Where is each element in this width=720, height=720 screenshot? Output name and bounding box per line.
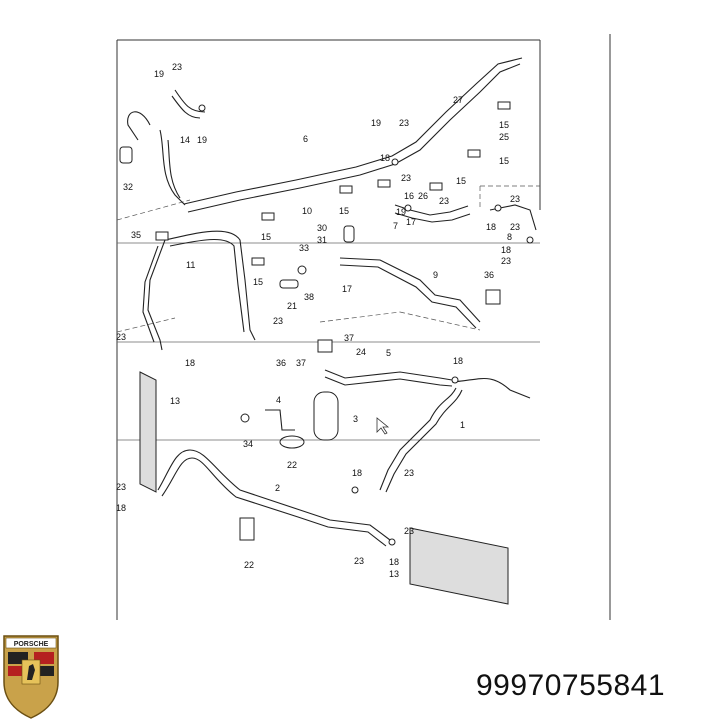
callout: 17: [406, 217, 416, 227]
condenser-left: [139, 371, 157, 493]
callout: 18: [486, 222, 496, 232]
callout: 21: [287, 301, 297, 311]
callout: 15: [499, 156, 509, 166]
callout: 23: [116, 332, 126, 342]
callout: 15: [456, 176, 466, 186]
logo-text: PORSCHE: [14, 641, 49, 648]
callout: 14: [180, 135, 190, 145]
callout: 1: [460, 420, 465, 430]
callout: 22: [287, 460, 297, 470]
callout: 31: [317, 235, 327, 245]
callout: 18: [116, 503, 126, 513]
callout: 18: [501, 245, 511, 255]
callout: 23: [172, 62, 182, 72]
callout: 23: [439, 196, 449, 206]
callout: 36: [276, 358, 286, 368]
callout: 19: [371, 118, 381, 128]
callout: 5: [386, 348, 391, 358]
callout: 32: [123, 182, 133, 192]
callout: 27: [453, 95, 463, 105]
callout: 9: [433, 270, 438, 280]
callout: 15: [261, 232, 271, 242]
callout-labels: 19 23 14 19 32 6 10 15 15 19 23 18 23 27…: [116, 62, 520, 579]
callout: 15: [499, 120, 509, 130]
callout: 18: [389, 557, 399, 567]
callout: 4: [276, 395, 281, 405]
callout: 35: [131, 230, 141, 240]
callout: 37: [296, 358, 306, 368]
callout: 18: [380, 153, 390, 163]
cursor-arrow-icon: [376, 417, 390, 435]
callout: 33: [299, 243, 309, 253]
callout: 23: [501, 256, 511, 266]
callout: 34: [243, 439, 253, 449]
callout: 25: [499, 132, 509, 142]
callout: 23: [273, 316, 283, 326]
callout: 23: [401, 173, 411, 183]
callout: 38: [304, 292, 314, 302]
porsche-crest-icon: PORSCHE: [3, 635, 59, 719]
callout: 36: [484, 270, 494, 280]
perspective-dashes: [116, 185, 540, 333]
callout: 30: [317, 223, 327, 233]
callout: 18: [185, 358, 195, 368]
callout: 15: [253, 277, 263, 287]
callout: 2: [275, 483, 280, 493]
callout: 23: [510, 222, 520, 232]
receiver-drier: [313, 391, 339, 441]
callout: 23: [399, 118, 409, 128]
callout: 19: [396, 207, 406, 217]
callout: 7: [393, 221, 398, 231]
callout: 11: [186, 260, 195, 270]
callout: 19: [154, 69, 164, 79]
callout: 22: [244, 560, 254, 570]
callout: 10: [302, 206, 312, 216]
callout: 13: [170, 396, 180, 406]
callout: 23: [510, 194, 520, 204]
callout: 3: [353, 414, 358, 424]
callout: 23: [354, 556, 364, 566]
callout: 23: [404, 468, 414, 478]
ac-lines: [127, 57, 537, 547]
callout: 19: [197, 135, 207, 145]
callout: 26: [418, 191, 428, 201]
ac-components: [119, 101, 534, 605]
callout: 23: [116, 482, 126, 492]
diagram-frame: [116, 34, 611, 620]
callout: 24: [356, 347, 366, 357]
part-number: 99970755841: [476, 669, 666, 702]
callout: 15: [339, 206, 349, 216]
callout: 37: [344, 333, 354, 343]
callout: 18: [453, 356, 463, 366]
callout: 8: [507, 232, 512, 242]
callout: 23: [404, 526, 414, 536]
callout: 18: [352, 468, 362, 478]
callout: 13: [389, 569, 399, 579]
callout: 16: [404, 191, 414, 201]
callout: 6: [303, 134, 308, 144]
condenser-right: [409, 527, 509, 605]
callout: 17: [342, 284, 352, 294]
